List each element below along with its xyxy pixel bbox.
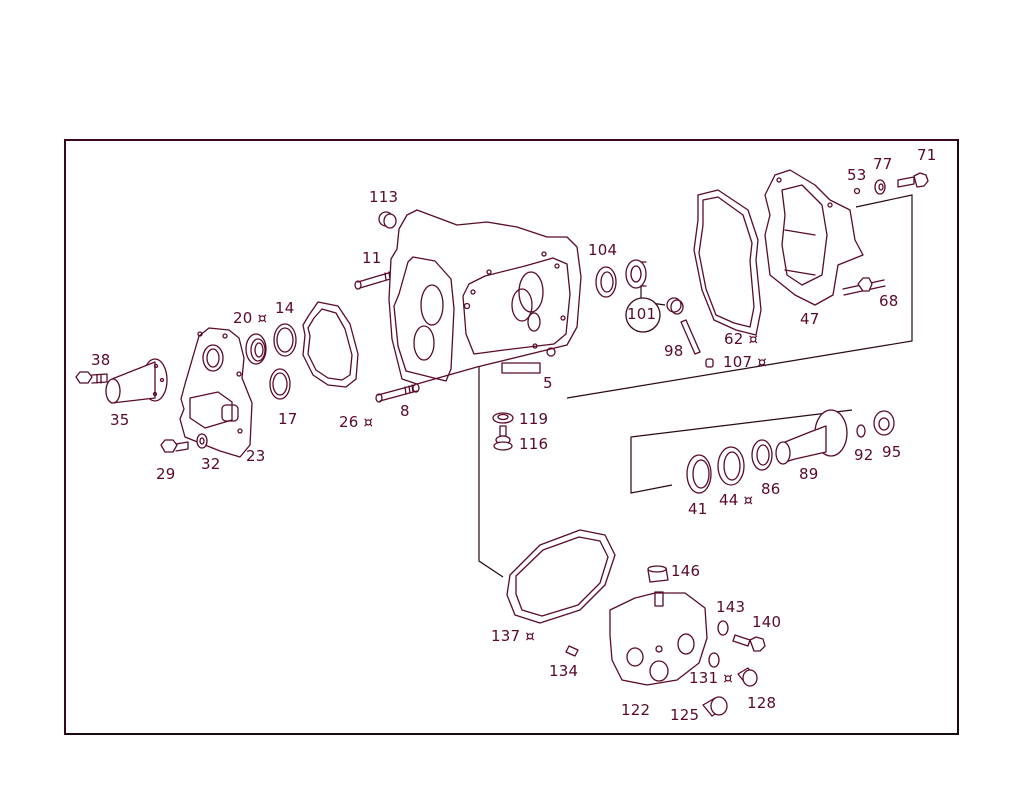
part-134-pin xyxy=(565,645,579,657)
part-116-plug xyxy=(493,425,513,451)
part-104-seal xyxy=(595,266,617,298)
part-label-113[interactable]: 113 xyxy=(369,188,399,206)
part-label-119[interactable]: 119 xyxy=(519,410,549,428)
part-41-bearing xyxy=(686,454,712,494)
part-14-ring xyxy=(273,323,297,357)
part-label-11[interactable]: 11 xyxy=(362,249,382,267)
part-137-gasket xyxy=(506,529,616,624)
part-77-washer xyxy=(874,179,886,195)
part-label-89[interactable]: 89 xyxy=(799,465,819,483)
part-label-140[interactable]: 140 xyxy=(752,613,782,631)
part-140-bolt xyxy=(732,634,766,652)
part-label-35[interactable]: 35 xyxy=(110,411,130,429)
part-119-washer xyxy=(492,412,514,424)
part-label-107[interactable]: 107 ¤ xyxy=(723,353,767,371)
part-label-44[interactable]: 44 ¤ xyxy=(719,491,754,509)
part-label-38[interactable]: 38 xyxy=(91,351,111,369)
part-label-32[interactable]: 32 xyxy=(201,455,221,473)
part-label-92[interactable]: 92 xyxy=(854,446,874,464)
part-label-104[interactable]: 104 xyxy=(588,241,618,259)
part-101-callout xyxy=(625,297,661,333)
part-26-gasket xyxy=(302,301,359,388)
part-38-bolt xyxy=(75,371,108,384)
part-label-62[interactable]: 62 ¤ xyxy=(724,330,759,348)
part-89-flange xyxy=(775,409,848,465)
diagram-frame xyxy=(64,139,959,735)
part-44-bearing xyxy=(717,446,745,486)
part-47-housing xyxy=(764,169,864,306)
part-label-29[interactable]: 29 xyxy=(156,465,176,483)
part-label-47[interactable]: 47 xyxy=(800,310,820,328)
part-label-137[interactable]: 137 ¤ xyxy=(491,627,535,645)
part-95-nut xyxy=(873,410,895,436)
part-label-143[interactable]: 143 xyxy=(716,598,746,616)
part-146-cap xyxy=(647,565,669,583)
part-5-housing xyxy=(388,209,582,385)
part-86-seal xyxy=(751,439,773,471)
part-label-14[interactable]: 14 xyxy=(275,299,295,317)
part-label-134[interactable]: 134 xyxy=(549,662,579,680)
part-8-stud xyxy=(375,383,420,403)
part-101-gear xyxy=(666,297,684,315)
part-125-bushing xyxy=(702,696,728,717)
part-29-bolt xyxy=(160,439,189,453)
leader-lines xyxy=(478,194,913,578)
part-seal-bearing xyxy=(625,259,647,289)
part-23-cover xyxy=(179,327,253,458)
part-label-146[interactable]: 146 xyxy=(671,562,701,580)
part-label-23[interactable]: 23 xyxy=(246,447,266,465)
part-label-116[interactable]: 116 xyxy=(519,435,549,453)
part-label-20[interactable]: 20 ¤ xyxy=(233,309,268,327)
part-label-8[interactable]: 8 xyxy=(400,402,410,420)
part-label-101[interactable]: 101 xyxy=(627,305,657,323)
part-143-washer xyxy=(717,620,729,636)
part-71-bolt xyxy=(897,172,929,188)
part-53-ball xyxy=(853,187,861,195)
part-label-17[interactable]: 17 xyxy=(278,410,298,428)
part-label-77[interactable]: 77 xyxy=(873,155,893,173)
part-label-41[interactable]: 41 xyxy=(688,500,708,518)
part-label-86[interactable]: 86 xyxy=(761,480,781,498)
part-label-98[interactable]: 98 xyxy=(664,342,684,360)
part-label-125[interactable]: 125 xyxy=(670,706,700,724)
part-label-68[interactable]: 68 xyxy=(879,292,899,310)
part-113-plug xyxy=(378,211,397,229)
part-122-cover xyxy=(609,591,708,686)
part-17-ring xyxy=(269,368,291,400)
part-label-71[interactable]: 71 xyxy=(917,146,937,164)
part-68-stud xyxy=(842,277,886,296)
part-131-washer xyxy=(708,652,720,668)
part-label-53[interactable]: 53 xyxy=(847,166,867,184)
part-label-122[interactable]: 122 xyxy=(621,701,651,719)
part-label-5[interactable]: 5 xyxy=(543,374,553,392)
part-92-washer xyxy=(856,424,866,438)
part-35-shaft xyxy=(105,358,168,404)
part-32-washer xyxy=(196,433,208,449)
part-20-seal xyxy=(245,333,267,365)
part-label-95[interactable]: 95 xyxy=(882,443,902,461)
part-label-128[interactable]: 128 xyxy=(747,694,777,712)
part-label-131[interactable]: 131 ¤ xyxy=(689,669,733,687)
part-62-gasket xyxy=(693,189,762,336)
part-128-bushing xyxy=(737,667,758,687)
part-label-26[interactable]: 26 ¤ xyxy=(339,413,374,431)
part-98-shaft xyxy=(680,319,714,368)
